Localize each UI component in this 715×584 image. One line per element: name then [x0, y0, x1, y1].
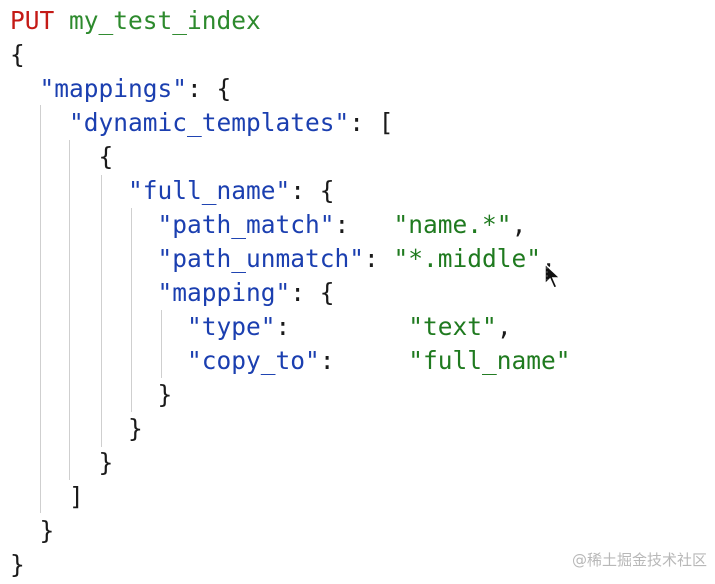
json-key: "type" [187, 312, 276, 341]
json-key: "mapping" [157, 278, 291, 307]
close-brace: } [98, 448, 114, 477]
code-line: } [10, 446, 114, 480]
code-line: "dynamic_templates": [ [69, 108, 394, 137]
code-line: "full_name": { [128, 176, 335, 205]
open-brace: { [216, 74, 232, 103]
open-brace: { [98, 142, 114, 171]
json-key: "copy_to" [187, 346, 320, 375]
indent-guide [131, 208, 132, 412]
request-path: my_test_index [69, 6, 261, 35]
indent-guide [40, 105, 41, 513]
code-line: "copy_to": "full_name" [187, 346, 571, 375]
code-line: } [10, 378, 173, 412]
code-line: { [10, 38, 25, 72]
code-line: } [10, 412, 143, 446]
indent-guide [69, 140, 70, 480]
code-line: "mappings": { [39, 74, 232, 103]
code-line: "type": "text", [187, 312, 512, 341]
json-key: "path_match" [157, 210, 335, 239]
open-brace: { [319, 176, 335, 205]
open-brace: { [319, 278, 335, 307]
close-brace: } [157, 380, 173, 409]
code-line: ] [10, 480, 84, 514]
indent-guide [161, 310, 162, 378]
json-string-value: "name.*" [393, 210, 512, 239]
json-string-value: "*.middle" [393, 244, 542, 273]
json-key: "full_name" [128, 176, 291, 205]
close-brace: } [39, 516, 55, 545]
watermark: @稀土掘金技术社区 [571, 551, 707, 569]
json-key: "path_unmatch" [157, 244, 365, 273]
code-line-request: PUT my_test_index [10, 4, 261, 38]
json-string-value: "full_name" [408, 346, 571, 375]
close-bracket: ] [69, 482, 84, 511]
http-method: PUT [10, 6, 55, 35]
close-brace: } [128, 414, 143, 443]
mouse-pointer-icon [541, 258, 567, 292]
json-key: "mappings" [39, 74, 188, 103]
code-line: } [10, 548, 25, 582]
close-brace: } [10, 550, 25, 579]
open-brace: { [10, 40, 25, 69]
code-line: { [10, 140, 114, 174]
open-bracket: [ [378, 108, 394, 137]
indent-guide [101, 175, 102, 447]
code-line: "path_unmatch": "*.middle", [157, 244, 556, 273]
code-line: } [10, 514, 55, 548]
code-line: "mapping": { [157, 278, 335, 307]
json-key: "dynamic_templates" [69, 108, 350, 137]
code-line: "path_match": "name.*", [157, 210, 527, 239]
json-string-value: "text" [408, 312, 497, 341]
